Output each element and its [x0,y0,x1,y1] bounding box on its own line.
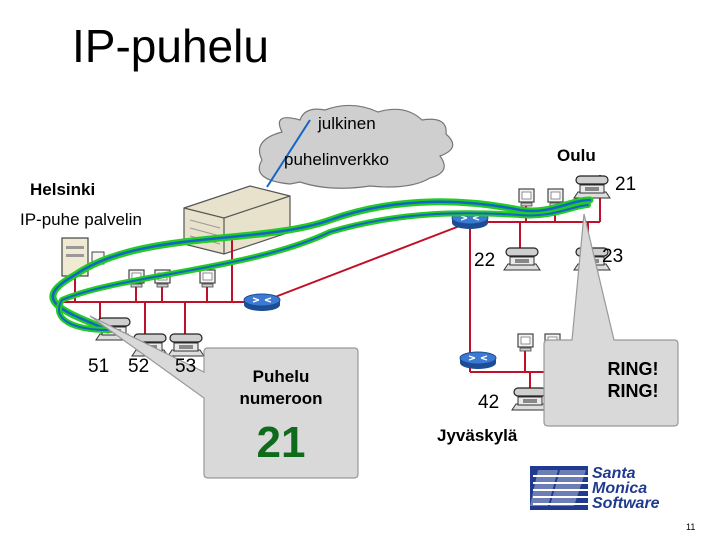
pc-icon [518,188,535,207]
helsinki-label: Helsinki [30,180,96,199]
jyvaskyla-label: Jyväskylä [437,426,518,445]
logo-line1: Santa [592,465,636,482]
ring-line2: RING! [607,381,659,401]
page-number: 11 [686,522,696,532]
extension-52: 52 [128,356,150,377]
extension-21: 21 [615,174,637,195]
ring-callout [543,213,679,427]
helsinki-router-icon [243,293,281,312]
cloud-label-line1: julkinen [318,114,376,133]
phone-icon [511,387,549,411]
logo-line2: Monica [592,480,648,497]
oulu-label: Oulu [557,146,596,165]
server-label: IP-puhe palvelin [20,210,142,229]
page-title: IP-puhelu [72,20,269,72]
extension-51: 51 [88,356,110,377]
phone-icon [167,333,205,357]
phone-icon [573,175,611,199]
ring-callout-text: RING! RING! [548,358,718,402]
santa-monica-software-logo [530,466,588,510]
ring-line1: RING! [607,359,659,379]
pc-icon [199,269,216,288]
server-cloud-link [266,119,311,188]
public-network-cloud [258,104,454,189]
dial-line2: numeroon [239,389,323,408]
dial-line1: Puhelu [252,367,310,386]
call-path [49,196,594,334]
dial-callout-text: Puhelu numeroon [204,366,358,410]
jyvaskyla-router-icon [459,351,497,370]
phone-icon [503,247,541,271]
extension-22: 22 [474,250,496,271]
ip-phone-server [183,185,291,255]
extension-53: 53 [175,356,197,377]
pc-icon [517,333,534,352]
extension-23: 23 [602,246,624,267]
logo-line3: Software [592,495,660,512]
cloud-label-line2: puhelinverkko [284,150,389,169]
extension-42: 42 [478,392,500,413]
dial-number: 21 [256,418,306,467]
dial-callout [89,315,359,479]
